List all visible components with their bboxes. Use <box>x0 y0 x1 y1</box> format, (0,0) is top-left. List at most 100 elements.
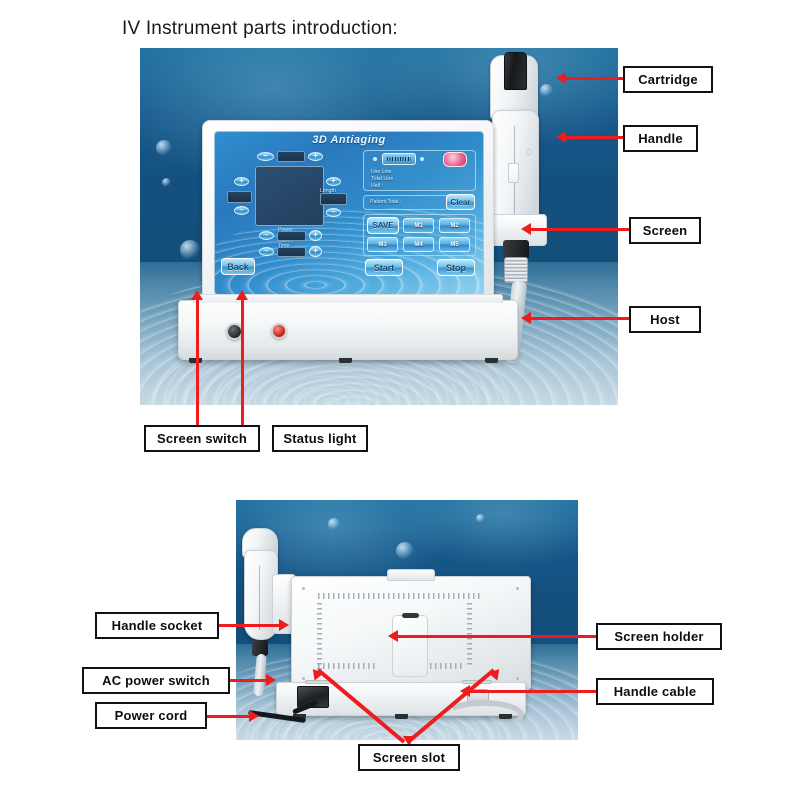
bubble-icon <box>396 542 414 560</box>
arrow-head-screen-slot-down <box>403 736 415 746</box>
bubble-icon <box>162 178 171 187</box>
clear-button[interactable]: Clear <box>446 194 475 210</box>
half-label: Half : <box>371 183 384 189</box>
start-button[interactable]: Start <box>365 259 403 276</box>
depth-value-field[interactable] <box>277 151 305 162</box>
memory-button-m2[interactable]: M2 <box>439 218 470 233</box>
arrow-head-handle-cable <box>460 685 470 697</box>
handle-plug <box>503 240 529 259</box>
connector-port-icon <box>382 153 416 165</box>
bubble-icon <box>156 140 172 156</box>
arrow-head-ac-power-switch <box>266 674 276 686</box>
memory-button-m5[interactable]: M5 <box>439 237 470 252</box>
vent-grille-top <box>318 593 483 599</box>
plus-button-power[interactable]: + <box>309 230 322 241</box>
arrow-head-handle <box>556 131 566 143</box>
handle-indicator-icon <box>526 149 532 155</box>
patient-total-label: Patient Total : <box>370 199 402 205</box>
handle-trigger <box>508 163 519 183</box>
arrow-status-light <box>241 300 244 425</box>
vent-grille-right <box>467 603 472 665</box>
label-screen-switch: Screen switch <box>144 425 260 452</box>
device-screen[interactable]: 3D Antiaging – + + – + Length – – Power <box>214 131 484 295</box>
panel-screw <box>302 587 305 590</box>
arrow-handle-socket <box>219 624 279 627</box>
memory-button-m3[interactable]: M3 <box>367 237 398 252</box>
save-button[interactable]: SAVE <box>367 217 399 234</box>
length-value-field[interactable] <box>320 193 347 205</box>
plus-button-left[interactable]: + <box>234 177 249 186</box>
cartridge-part <box>504 52 527 90</box>
arrow-head-screen <box>521 223 531 235</box>
stop-button[interactable]: Stop <box>437 259 475 276</box>
bubble-icon <box>328 518 340 530</box>
plus-button-right[interactable]: + <box>326 177 341 186</box>
use-line-label: Use Line : <box>371 169 395 175</box>
power-label: Power <box>278 227 293 233</box>
screen-holder-bracket <box>392 615 428 677</box>
length-label: Length <box>320 188 336 194</box>
screen-title: 3D Antiaging <box>312 134 386 146</box>
panel-screw <box>516 587 519 590</box>
time-value-field[interactable] <box>277 247 306 257</box>
arrow-head-status-light <box>236 290 248 300</box>
label-screen: Screen <box>629 217 701 244</box>
bubble-icon <box>476 514 485 523</box>
brand-logo-icon <box>443 152 467 167</box>
base-foot <box>395 714 408 719</box>
page-title: IV Instrument parts introduction: <box>122 18 398 39</box>
label-screen-holder: Screen holder <box>596 623 722 650</box>
memory-button-m1[interactable]: M1 <box>403 218 434 233</box>
screen-top-handle <box>387 569 435 581</box>
label-cartridge: Cartridge <box>623 66 713 93</box>
bubble-icon <box>540 84 553 97</box>
plus-button-depth[interactable]: + <box>308 152 323 161</box>
base-foot <box>189 358 202 363</box>
arrow-cartridge <box>566 77 623 80</box>
arrow-head-power-cord <box>249 710 259 722</box>
panel-screw <box>302 677 305 680</box>
bubble-icon <box>180 240 200 260</box>
label-screen-slot: Screen slot <box>358 744 460 771</box>
minus-button-time[interactable]: – <box>259 247 274 256</box>
arrow-screen-holder <box>398 635 596 638</box>
minus-button-power[interactable]: – <box>259 231 274 240</box>
vent-grille-bottom-left <box>318 663 378 669</box>
base-foot <box>485 358 498 363</box>
total-line-label: Total Line : <box>371 176 397 182</box>
plus-button-time[interactable]: + <box>309 246 322 257</box>
arrow-handle <box>566 136 623 139</box>
time-label: Time <box>278 243 290 249</box>
panel-screw <box>516 677 519 680</box>
front-view-photo: 3D Antiaging – + + – + Length – – Power <box>140 48 618 405</box>
status-light-indicator <box>271 323 287 339</box>
handle-plug-rear <box>252 640 268 656</box>
arrow-head-handle-socket <box>279 619 289 631</box>
vent-grille-left <box>317 603 322 677</box>
treatment-display <box>255 166 324 226</box>
arrow-head-host <box>521 312 531 324</box>
power-value-field[interactable] <box>277 231 306 241</box>
arrow-head-screen-switch <box>191 290 203 300</box>
handle-cable-coil <box>504 257 528 283</box>
arrow-handle-cable <box>470 690 596 693</box>
arrow-head-cartridge <box>556 72 566 84</box>
label-handle: Handle <box>623 125 698 152</box>
arrow-ac-power-switch <box>230 679 266 682</box>
label-host: Host <box>629 306 701 333</box>
minus-button-left[interactable]: – <box>234 206 249 215</box>
ac-power-switch-part[interactable] <box>297 686 329 708</box>
memory-button-m4[interactable]: M4 <box>403 237 434 252</box>
screen-housing: 3D Antiaging – + + – + Length – – Power <box>202 120 494 311</box>
port-screw-icon <box>373 157 377 161</box>
port-screw-icon <box>420 157 424 161</box>
arrow-power-cord <box>207 715 249 718</box>
minus-button-right[interactable]: – <box>326 208 341 217</box>
minus-button-depth[interactable]: – <box>257 152 274 161</box>
bracket-hook-icon <box>402 613 419 618</box>
back-button[interactable]: Back <box>221 258 255 275</box>
arrow-host <box>531 317 629 320</box>
vent-grille-bottom-right <box>420 663 462 669</box>
label-status-light: Status light <box>272 425 368 452</box>
energy-value-field[interactable] <box>227 191 252 203</box>
